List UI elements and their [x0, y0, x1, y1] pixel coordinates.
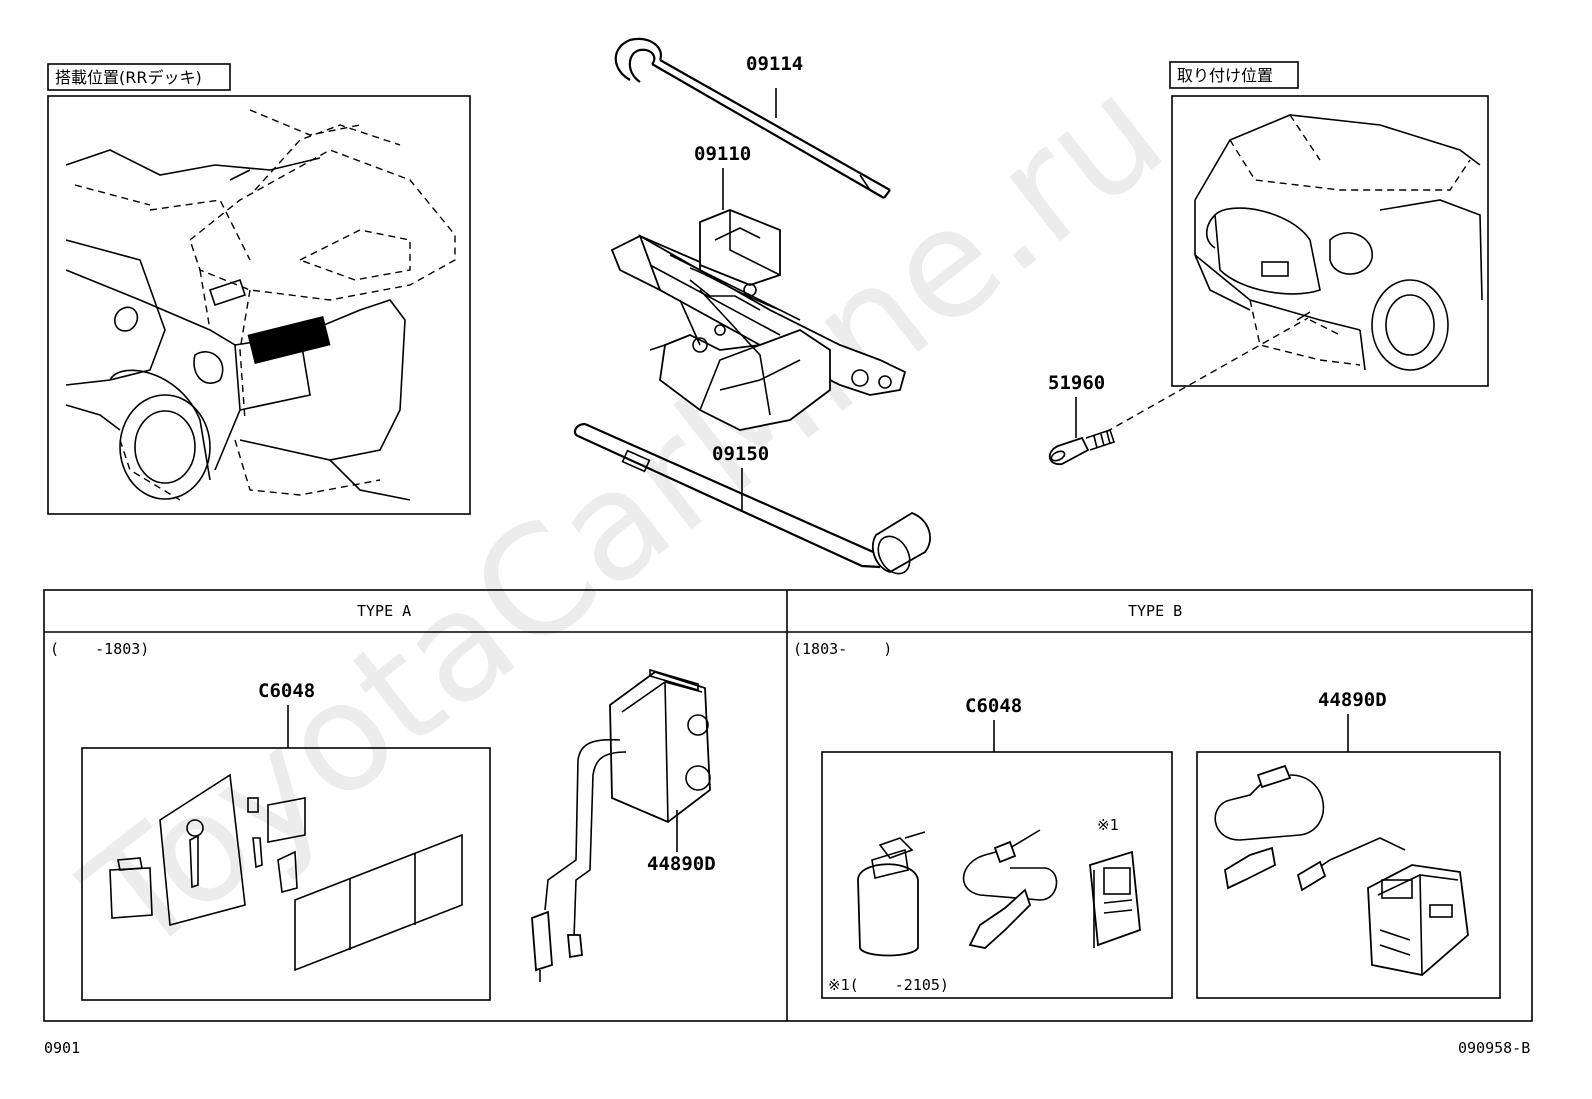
type-a-header: TYPE A: [357, 602, 411, 620]
type-b-sealant-kit-number: C6048: [965, 695, 1022, 717]
type-b-compressor-number: 44890D: [1318, 689, 1387, 711]
watermark: ToyotaCarMine.ru: [54, 44, 1195, 988]
wheel-wrench-part: 09150: [573, 422, 931, 575]
front-car-illustration: [1194, 114, 1483, 371]
install-position-panel: 取り付け位置: [1169, 61, 1489, 387]
rear-car-illustration: [65, 109, 456, 501]
part-number-09150: 09150: [712, 443, 769, 465]
storage-location-label: 搭載位置(RRデッキ): [55, 68, 202, 87]
part-number-51960: 51960: [1048, 372, 1105, 394]
type-a-range: ( -1803): [50, 640, 149, 658]
type-a-compressor: 44890D: [531, 668, 716, 982]
footer-left-code: 0901: [44, 1039, 80, 1057]
type-b-header: TYPE B: [1128, 602, 1182, 620]
part-number-09110: 09110: [694, 143, 751, 165]
storage-location-panel: 搭載位置(RRデッキ): [47, 63, 471, 515]
install-position-label: 取り付け位置: [1177, 66, 1273, 85]
tow-hook-part: 51960: [1048, 372, 1116, 465]
type-b-note-text: ※1( -2105): [828, 976, 949, 994]
footer-right-code: 090958-B: [1458, 1039, 1530, 1057]
jack-handle-part: 09114: [614, 37, 891, 199]
scissor-jack-part: 09110: [610, 143, 907, 431]
tow-hook-leader: [1105, 317, 1309, 433]
part-number-09114: 09114: [746, 53, 803, 75]
type-b-range: (1803- ): [793, 640, 892, 658]
type-b-compressor: 44890D: [1196, 689, 1501, 999]
type-a-sealant-kit-number: C6048: [258, 680, 315, 702]
type-b-note-mark: ※1: [1097, 816, 1119, 834]
type-a-sealant-kit: C6048: [81, 680, 491, 1001]
type-table: TYPE A TYPE B ( -1803) (1803- ): [43, 589, 1533, 1022]
type-b-sealant-kit: C6048 ※1 ※1( -2105): [821, 695, 1173, 999]
type-a-compressor-number: 44890D: [647, 853, 716, 875]
